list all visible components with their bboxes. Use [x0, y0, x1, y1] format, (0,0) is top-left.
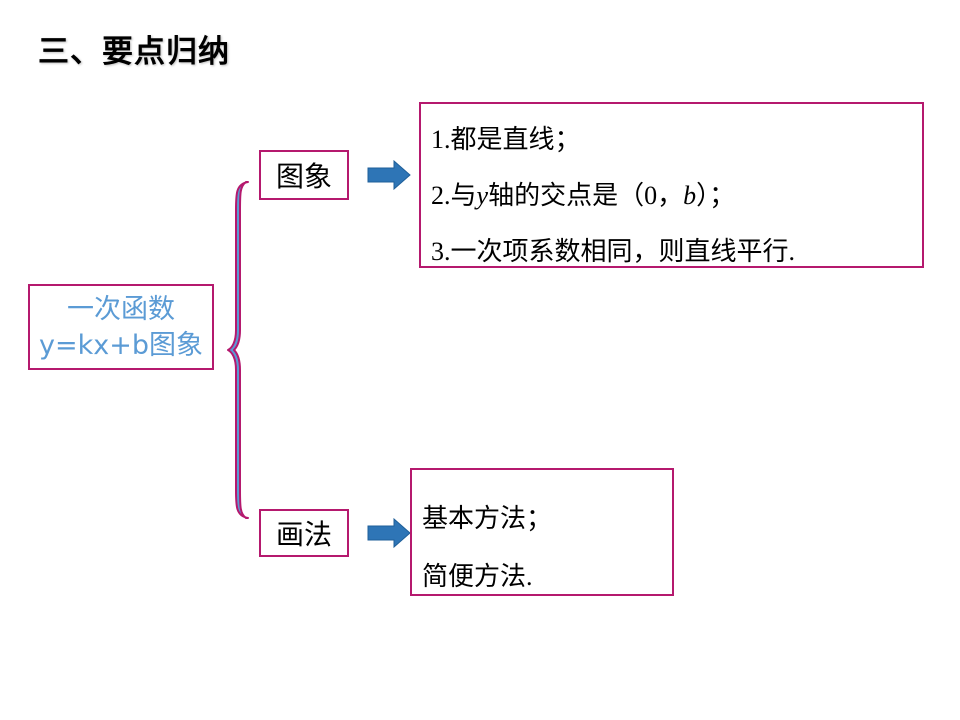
image-properties-box: 1.都是直线； 2.与y轴的交点是（0，b）； 3.一次项系数相同，则直线平行.: [419, 102, 924, 268]
image-property-2: 2.与y轴的交点是（0，b）；: [431, 181, 736, 211]
draw-method-2: 简便方法.: [422, 562, 533, 592]
right-arrow-icon: [367, 518, 411, 548]
root-concept-box: 一次函数 y=kx+b图象: [28, 284, 214, 370]
image-property-3: 3.一次项系数相同，则直线平行.: [431, 237, 796, 267]
branch-draw-box: 画法: [259, 509, 349, 557]
root-concept-line2: y=kx+b图象: [39, 330, 203, 361]
branch-image-label: 图象: [275, 160, 332, 193]
right-arrow-icon: [367, 160, 411, 190]
draw-methods-box: 基本方法； 简便方法.: [410, 468, 674, 596]
root-concept-line1: 一次函数: [67, 294, 175, 325]
draw-method-1: 基本方法；: [422, 504, 553, 534]
curly-brace: [227, 181, 249, 519]
branch-image-box: 图象: [259, 150, 349, 200]
branch-draw-label: 画法: [275, 518, 332, 551]
image-property-1: 1.都是直线；: [431, 125, 581, 155]
page-title: 三、要点归纳: [38, 34, 230, 70]
